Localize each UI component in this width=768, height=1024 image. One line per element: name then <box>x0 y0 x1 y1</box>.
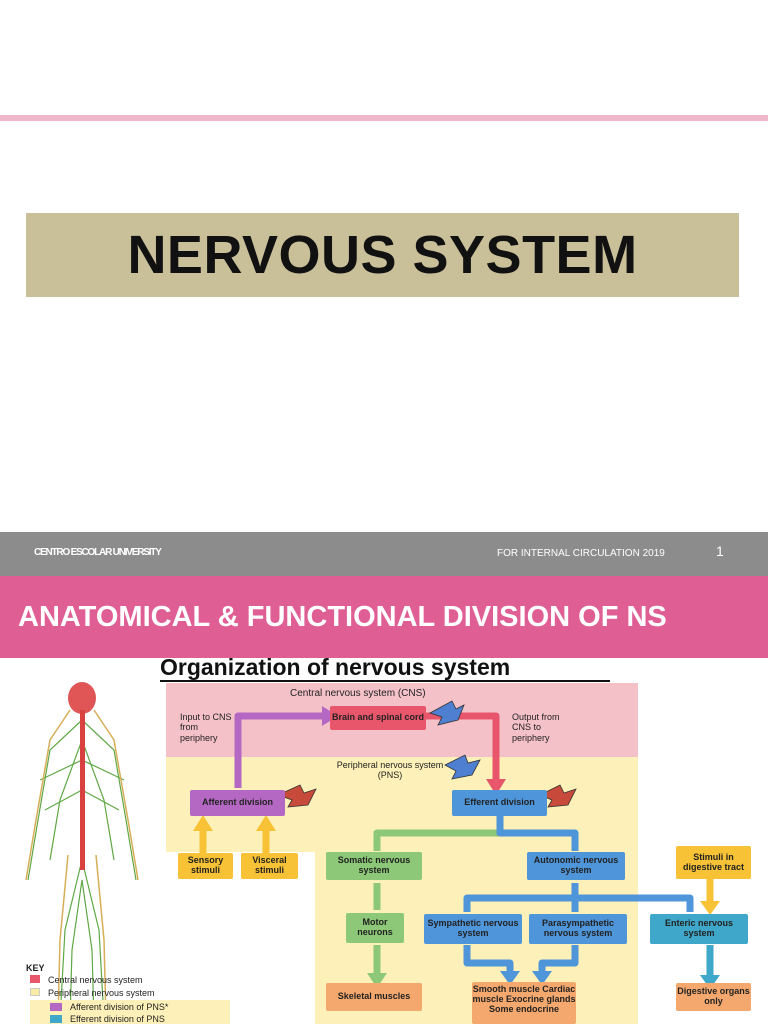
footer-circulation: FOR INTERNAL CIRCULATION 2019 <box>497 548 665 559</box>
pns-label: Peripheral nervous system (PNS) <box>336 760 444 781</box>
brain-spinal-cord-box: Brain and spinal cord <box>330 706 426 730</box>
input-label: Input to CNS from periphery <box>180 712 232 743</box>
title-band: NERVOUS SYSTEM <box>26 213 739 297</box>
enteric-nervous-system-box: Enteric nervous system <box>650 914 748 944</box>
sensory-stimuli-box: Sensory stimuli <box>178 853 233 879</box>
key-label-efferent: Efferent division of PNS <box>70 1014 165 1024</box>
spinal-cord-icon <box>80 710 85 870</box>
key-pns-band <box>30 1000 230 1024</box>
diagram-title-underline <box>160 680 610 682</box>
stimuli-digestive-box: Stimuli in digestive tract <box>676 846 751 879</box>
parasympathetic-nervous-system-box: Parasympathetic nervous system <box>529 914 627 944</box>
afferent-division-box: Afferent division <box>190 790 285 816</box>
slide2-header-text: ANATOMICAL & FUNCTIONAL DIVISION OF NS <box>18 600 667 633</box>
motor-neurons-box: Motor neurons <box>346 913 404 943</box>
key-swatch-pns <box>30 988 40 996</box>
sympathetic-nervous-system-box: Sympathetic nervous system <box>424 914 522 944</box>
key-label-pns: Peripheral nervous system <box>48 988 155 998</box>
slide-footer: CENTRO ESCOLAR UNIVERSITY FOR INTERNAL C… <box>0 532 768 576</box>
diagram-title: Organization of nervous system <box>160 654 511 680</box>
pointer-arrow-efferent <box>539 784 577 808</box>
footer-university: CENTRO ESCOLAR UNIVERSITY <box>34 547 162 558</box>
pointer-arrow-cns <box>429 700 465 726</box>
key-swatch-efferent <box>50 1015 62 1023</box>
key-swatch-afferent <box>50 1003 62 1011</box>
visceral-stimuli-box: Visceral stimuli <box>241 853 298 879</box>
key-title: KEY <box>26 963 45 973</box>
pink-divider-line <box>0 115 768 121</box>
pointer-arrow-afferent <box>276 784 317 808</box>
slide-title: NERVOUS SYSTEM <box>127 225 638 285</box>
efferent-division-box: Efferent division <box>452 790 547 816</box>
somatic-nervous-system-box: Somatic nervous system <box>326 852 422 880</box>
output-label: Output from CNS to periphery <box>512 712 560 743</box>
smooth-muscle-box: Smooth muscle Cardiac muscle Exocrine gl… <box>472 982 576 1024</box>
page-number: 1 <box>716 543 724 559</box>
pointer-arrow-pns <box>444 754 481 780</box>
diagram-key: KEY Central nervous system Peripheral ne… <box>24 963 230 1024</box>
human-nervous-system-figure <box>25 682 139 1021</box>
brain-icon <box>68 682 96 714</box>
skeletal-muscles-box: Skeletal muscles <box>326 983 422 1011</box>
key-label-afferent: Afferent division of PNS* <box>70 1002 169 1012</box>
flow-arrows <box>193 700 720 989</box>
digestive-organs-box: Digestive organs only <box>676 983 751 1011</box>
key-label-cns: Central nervous system <box>48 975 143 985</box>
cns-label: Central nervous system (CNS) <box>290 688 426 699</box>
slide2-header: ANATOMICAL & FUNCTIONAL DIVISION OF NS <box>0 576 768 658</box>
key-swatch-cns <box>30 975 40 983</box>
autonomic-nervous-system-box: Autonomic nervous system <box>527 852 625 880</box>
